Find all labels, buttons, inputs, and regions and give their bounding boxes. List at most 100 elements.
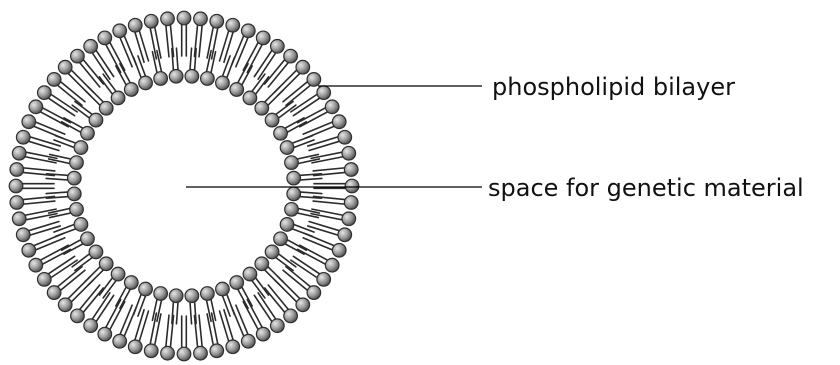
lipid-head (255, 257, 269, 271)
phospholipid-inner-37 (243, 74, 268, 105)
lipid-head (256, 327, 270, 341)
lipid-head (285, 203, 299, 217)
lipid-head (124, 276, 138, 290)
lipid-head (154, 72, 168, 86)
lipid-head (10, 196, 24, 210)
lipid-head (332, 115, 346, 129)
lipid-head (70, 203, 84, 217)
lipid-head (16, 228, 30, 242)
lipid-head (338, 130, 352, 144)
lipid-head (81, 232, 95, 246)
lipid-head (161, 12, 175, 26)
lipid-head (265, 113, 279, 127)
lipid-head (71, 309, 85, 323)
phospholipid-outer-0 (314, 179, 359, 193)
lipid-head (12, 146, 26, 160)
lipid-head (89, 245, 103, 259)
lipid-head (128, 18, 142, 32)
lipid-head (70, 156, 84, 170)
phospholipid-outer-48 (177, 11, 191, 56)
lipid-head (201, 287, 215, 301)
lipid-head (284, 309, 298, 323)
lipid-head (287, 171, 301, 185)
lipid-head (255, 101, 269, 115)
lipid-head (230, 83, 244, 97)
lipid-head (185, 289, 199, 303)
lipid-head (22, 115, 36, 129)
lipid-head (280, 218, 294, 232)
lipid-head (241, 334, 255, 348)
lipid-head (325, 258, 339, 272)
phospholipid-vesicle (9, 11, 359, 361)
lipid-head (47, 286, 61, 300)
lipid-head (154, 287, 168, 301)
lipid-head (194, 346, 208, 360)
lipid-head (81, 126, 95, 140)
lipid-head (216, 282, 230, 296)
lipid-head (194, 12, 208, 26)
lipid-head (271, 40, 285, 54)
lipid-head (230, 276, 244, 290)
lipid-head (344, 196, 358, 210)
phospholipid-inner-26 (72, 101, 103, 126)
phospholipid-inner-5 (255, 257, 283, 285)
lipid-head (177, 11, 191, 25)
lipid-head (124, 83, 138, 97)
lipid-head (10, 163, 24, 177)
lipid-head (84, 319, 98, 333)
inner-leaflet (46, 48, 322, 324)
lipid-head (74, 218, 88, 232)
lipid-head (296, 60, 310, 74)
lipid-head (38, 273, 52, 287)
phospholipid-inner-17 (72, 245, 103, 270)
lipid-head (177, 347, 191, 361)
lipid-head (307, 73, 321, 87)
phospholipid-inner-27 (85, 87, 113, 115)
lipid-head (169, 69, 183, 83)
lipid-head (111, 267, 125, 281)
lipid-head (29, 258, 43, 272)
lipid-head (84, 40, 98, 54)
phospholipid-inner-6 (243, 267, 268, 298)
lipid-head (22, 243, 36, 257)
lipid-head (271, 319, 285, 333)
lipid-head (216, 76, 230, 90)
lipid-head (284, 49, 298, 63)
lipid-head (201, 72, 215, 86)
lipid-head (307, 286, 321, 300)
lipid-head (274, 232, 288, 246)
lipid-head (74, 141, 88, 155)
lipid-head (67, 187, 81, 201)
lipid-head (344, 163, 358, 177)
lipid-head (113, 24, 127, 38)
lipid-head (128, 340, 142, 354)
phospholipid-outer-32 (9, 179, 54, 193)
lipid-head (16, 130, 30, 144)
lipid-head (169, 289, 183, 303)
lipid-head (210, 344, 224, 358)
lipid-head (58, 298, 72, 312)
lipid-head (338, 228, 352, 242)
lipid-head (144, 344, 158, 358)
lipid-head (161, 346, 175, 360)
lipid-head (12, 212, 26, 226)
interior-label: space for genetic material (488, 174, 804, 202)
lipid-head (265, 245, 279, 259)
phospholipid-inner-38 (255, 87, 283, 115)
lipid-head (317, 86, 331, 100)
lipid-head (342, 146, 356, 160)
lipid-head (325, 100, 339, 114)
phospholipid-inner-4 (265, 245, 296, 270)
lipid-head (58, 60, 72, 74)
lipid-head (139, 76, 153, 90)
phospholipid-inner-28 (99, 74, 124, 105)
lipid-head (210, 14, 224, 28)
lipid-head (241, 24, 255, 38)
lipid-head (38, 86, 52, 100)
lipid-head (144, 14, 158, 28)
lipid-head (99, 101, 113, 115)
lipid-head (99, 257, 113, 271)
phospholipid-inner-16 (85, 257, 113, 285)
lipid-head (29, 100, 43, 114)
lipid-head (111, 91, 125, 105)
